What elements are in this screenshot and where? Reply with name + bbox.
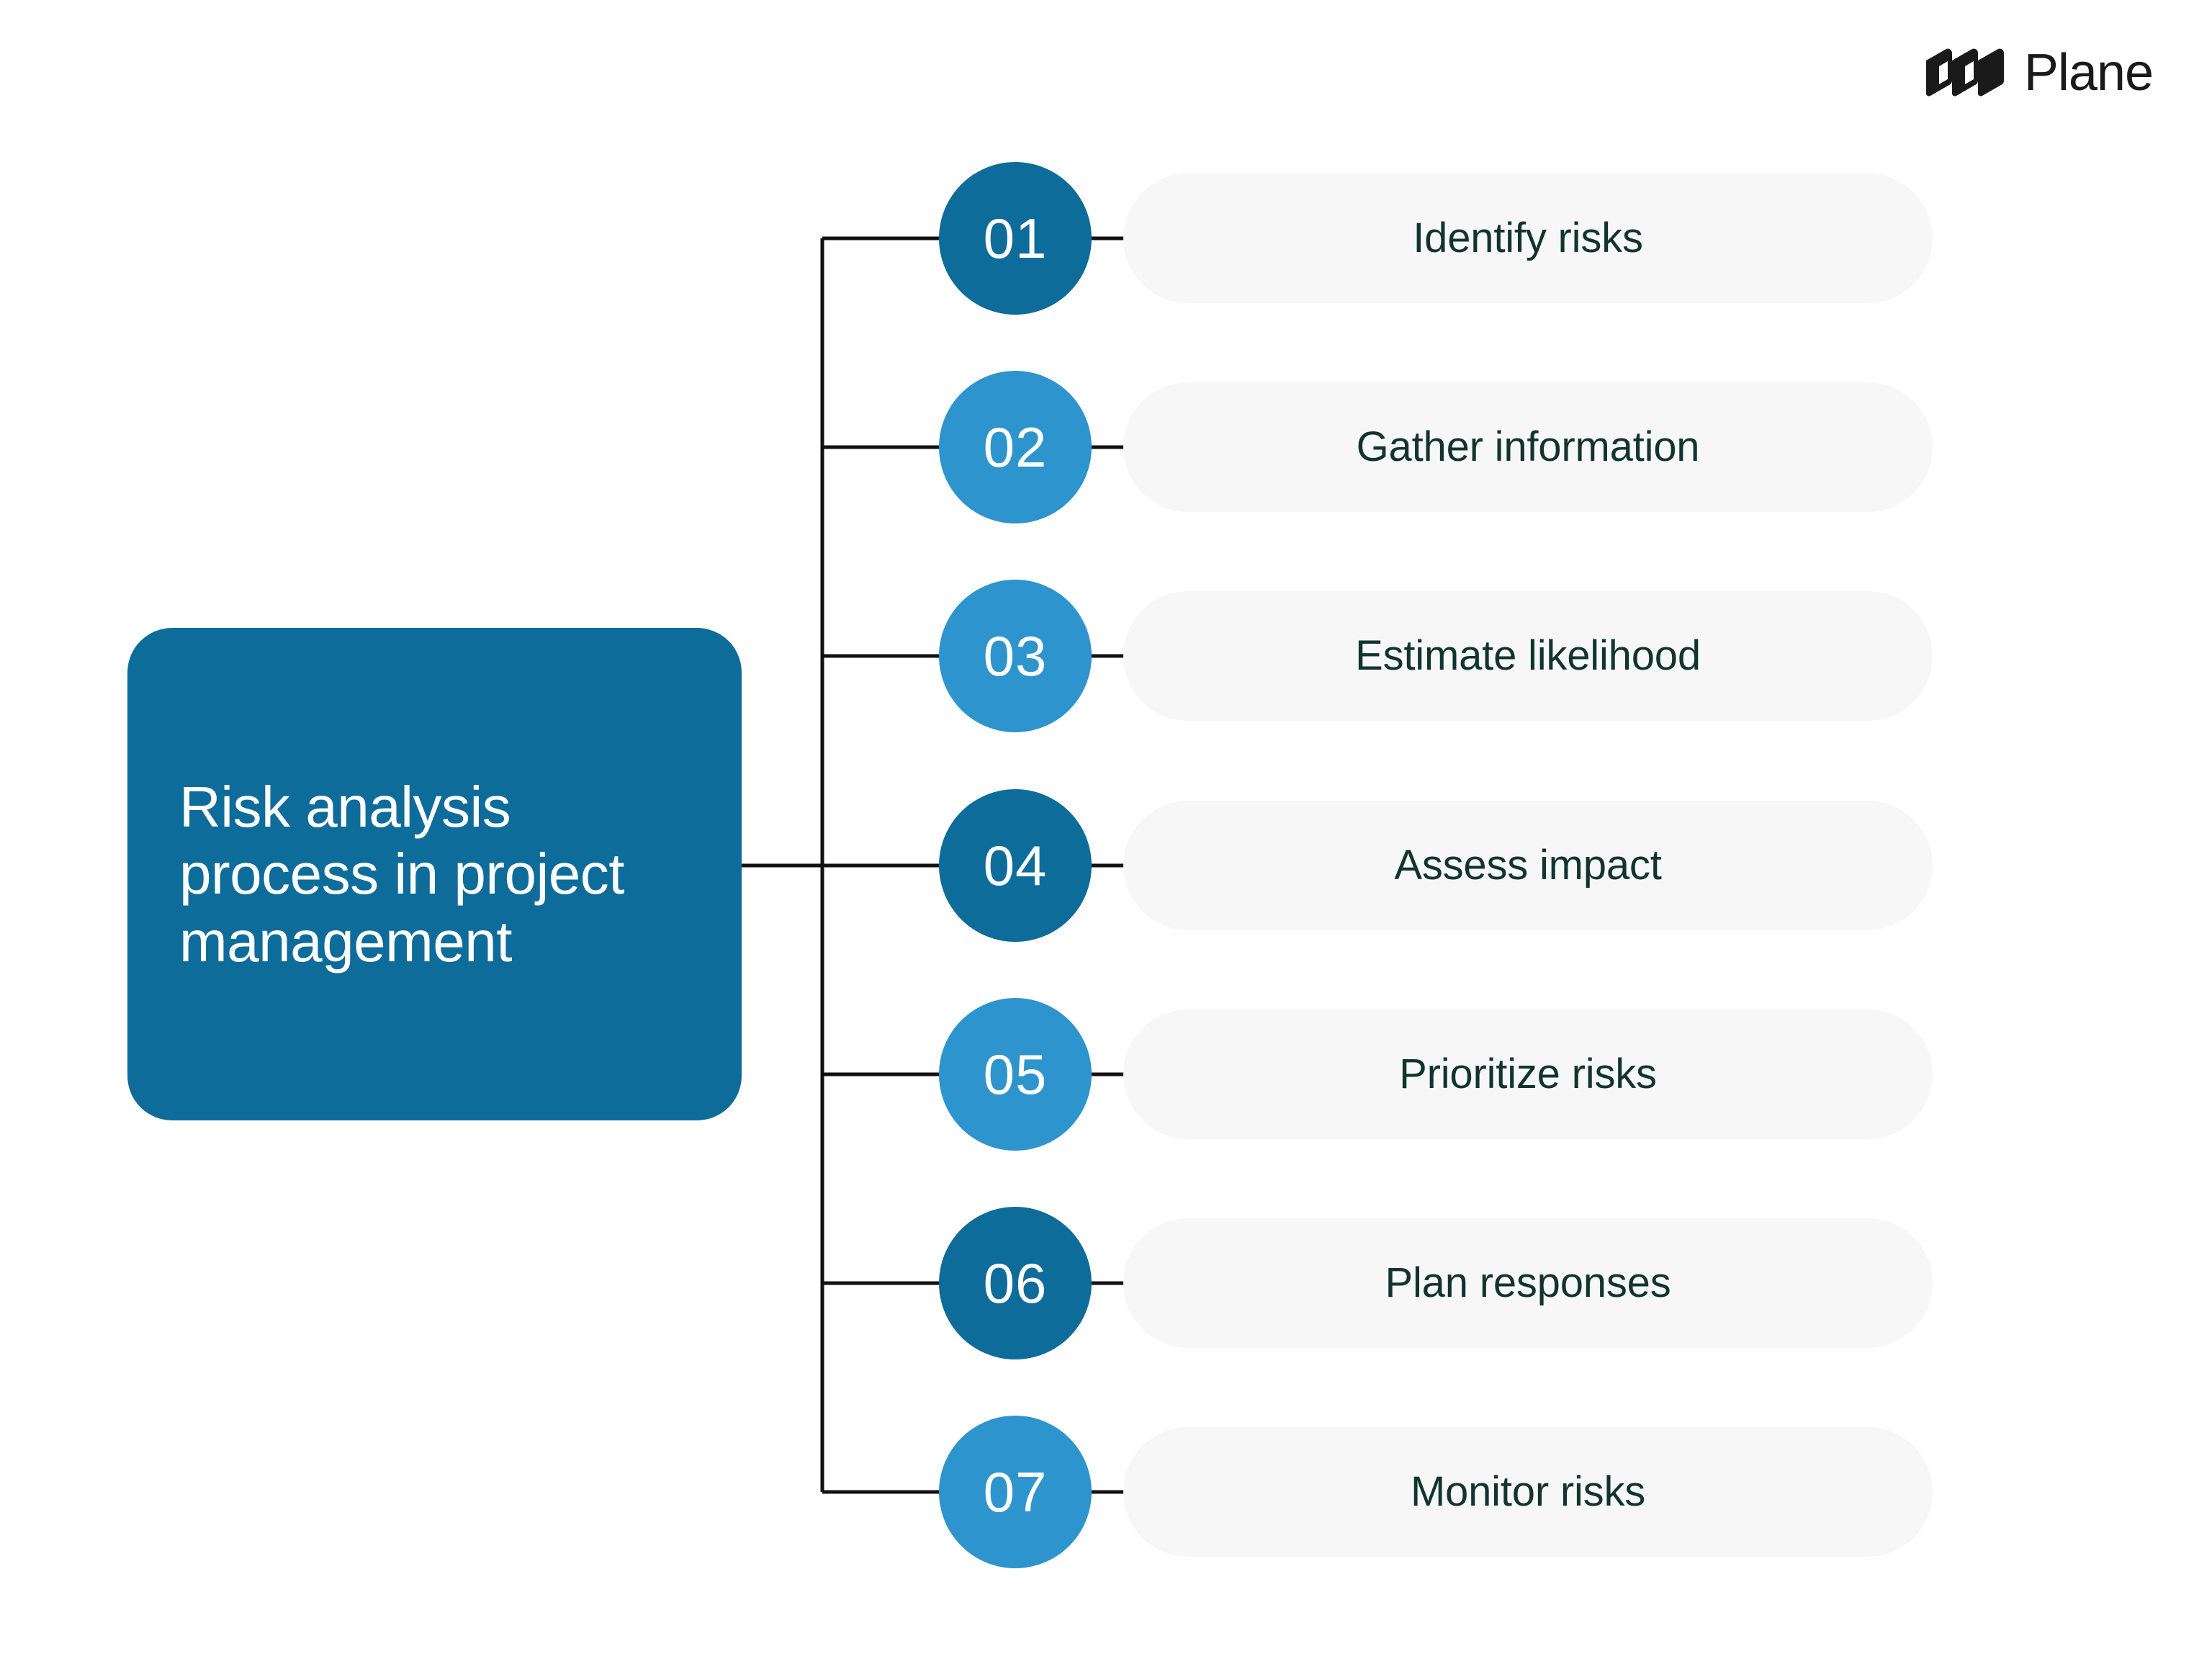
step-row-04[interactable]: 04 Assess impact	[939, 789, 1933, 942]
step-row-03[interactable]: 03 Estimate likelihood	[939, 580, 1933, 732]
step-label-04: Assess impact	[1394, 842, 1662, 889]
step-row-06[interactable]: 06 Plan responses	[939, 1207, 1933, 1359]
brand-wordmark: Plane	[2023, 44, 2154, 102]
step-row-07[interactable]: 07 Monitor risks	[939, 1416, 1933, 1568]
step-pill-05[interactable]: Prioritize risks	[1123, 1010, 1933, 1139]
step-row-01[interactable]: 01 Identify risks	[939, 162, 1933, 315]
step-badge-04: 04	[939, 789, 1092, 942]
step-badge-02: 02	[939, 371, 1092, 523]
step-label-03: Estimate likelihood	[1355, 632, 1701, 679]
step-badge-06: 06	[939, 1207, 1092, 1359]
step-pill-06[interactable]: Plan responses	[1123, 1218, 1933, 1348]
brand-logo: Plane	[1925, 44, 2154, 102]
step-pill-04[interactable]: Assess impact	[1123, 801, 1933, 930]
step-pill-02[interactable]: Gather information	[1123, 382, 1933, 512]
step-row-02[interactable]: 02 Gather information	[939, 371, 1933, 523]
step-badge-01: 01	[939, 162, 1092, 315]
step-label-06: Plan responses	[1385, 1259, 1671, 1306]
diagram-title-card: Risk analysis process in project managem…	[127, 628, 742, 1120]
step-label-07: Monitor risks	[1410, 1468, 1646, 1515]
step-label-02: Gather information	[1356, 423, 1700, 470]
plane-logo-mark	[1925, 48, 2004, 96]
step-row-05[interactable]: 05 Prioritize risks	[939, 998, 1933, 1151]
step-badge-05: 05	[939, 998, 1092, 1151]
step-pill-01[interactable]: Identify risks	[1123, 174, 1933, 303]
step-label-05: Prioritize risks	[1399, 1051, 1657, 1097]
step-label-01: Identify risks	[1413, 215, 1643, 261]
step-pill-07[interactable]: Monitor risks	[1123, 1427, 1933, 1557]
step-pill-03[interactable]: Estimate likelihood	[1123, 591, 1933, 721]
step-badge-07: 07	[939, 1416, 1092, 1568]
step-badge-03: 03	[939, 580, 1092, 732]
page-title: Risk analysis process in project managem…	[179, 774, 624, 974]
